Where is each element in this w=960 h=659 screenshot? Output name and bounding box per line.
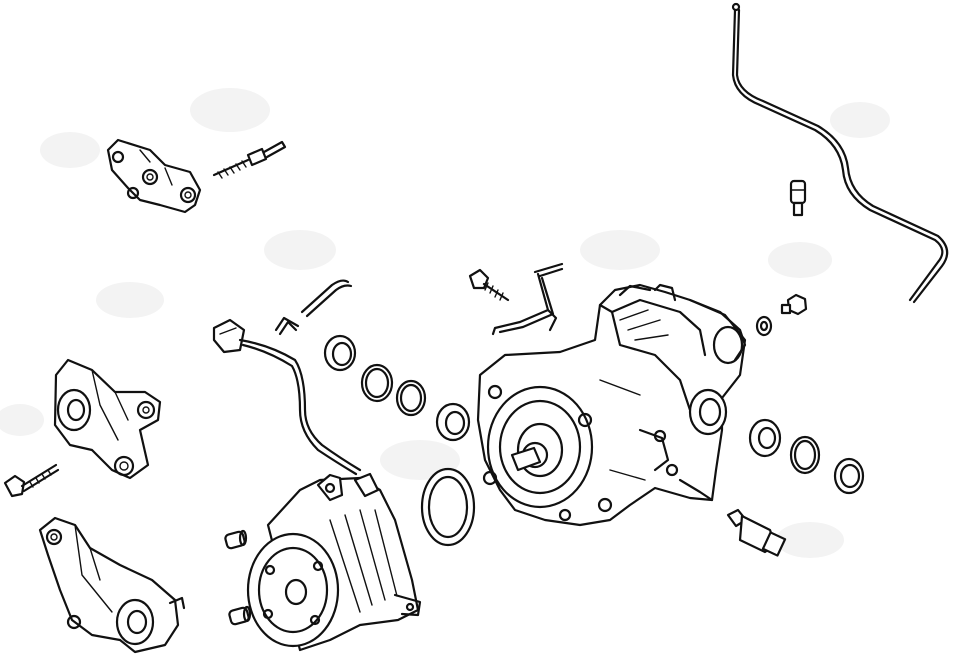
o-ring-right[interactable] (789, 435, 821, 475)
mount-bolt[interactable] (3, 463, 60, 498)
dowel-pin-lower[interactable] (228, 605, 252, 626)
upper-mount-bracket[interactable] (106, 138, 202, 214)
differential-housing[interactable] (476, 283, 747, 527)
o-ring-left-2[interactable] (395, 379, 427, 417)
electric-coupling-motor[interactable] (246, 472, 422, 652)
large-gasket[interactable] (420, 467, 476, 547)
left-mount-bracket[interactable] (53, 358, 162, 480)
vent-tube[interactable] (731, 2, 949, 304)
seal-ring-right[interactable] (748, 418, 782, 458)
upper-bracket-bolt[interactable] (212, 140, 287, 179)
drain-plug[interactable] (780, 293, 808, 316)
harness-clip-small[interactable] (274, 316, 300, 336)
harness-clip-bent[interactable] (300, 279, 353, 318)
wiring-harness[interactable] (212, 318, 362, 476)
flange-bolt[interactable] (468, 268, 510, 302)
seal-ring-left-2[interactable] (435, 402, 471, 442)
seal-cap-right[interactable] (833, 457, 865, 495)
dowel-pin-upper[interactable] (224, 529, 248, 550)
lower-mount-bracket[interactable] (38, 516, 186, 654)
o-ring-left-1[interactable] (360, 363, 394, 403)
seal-ring-left-1[interactable] (323, 334, 357, 372)
watermark (0, 88, 890, 558)
vent-connector[interactable] (789, 179, 807, 217)
washer[interactable] (755, 315, 773, 337)
bent-bracket[interactable] (491, 262, 564, 336)
temperature-sensor[interactable] (726, 508, 787, 557)
